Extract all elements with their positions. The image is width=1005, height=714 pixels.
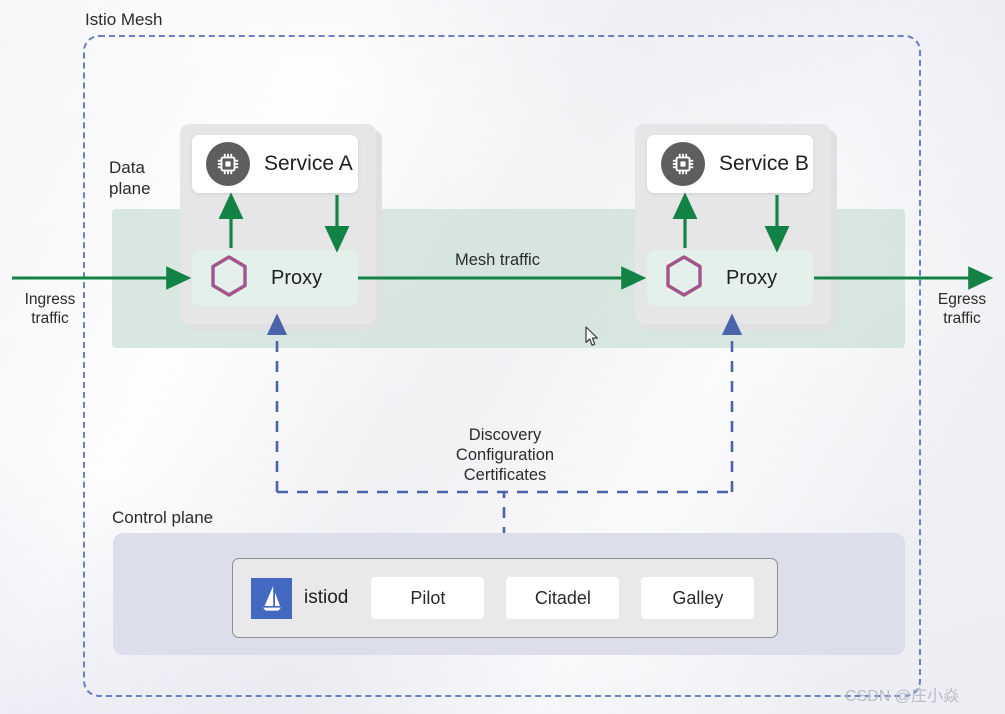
proxy-a-label: Proxy bbox=[271, 266, 323, 289]
proxy-b-card[interactable]: Proxy bbox=[647, 250, 813, 306]
chip-icon bbox=[206, 142, 250, 186]
egress-traffic-label: Egress traffic bbox=[937, 291, 987, 327]
xds-label: Discovery Configuration Certificates bbox=[455, 426, 555, 485]
component-citadel[interactable]: Citadel bbox=[506, 577, 620, 619]
watermark: CSDN @庄小焱 bbox=[845, 688, 960, 705]
mesh-traffic-label: Mesh traffic bbox=[455, 251, 540, 269]
hexagon-icon bbox=[205, 252, 253, 305]
istio-mesh-boundary bbox=[83, 35, 921, 697]
service-a-label: Service A bbox=[264, 152, 353, 175]
chip-icon bbox=[661, 142, 705, 186]
proxy-a-card[interactable]: Proxy bbox=[192, 250, 358, 306]
mouse-cursor bbox=[585, 326, 600, 353]
component-pilot[interactable]: Pilot bbox=[371, 577, 485, 619]
hexagon-icon bbox=[660, 252, 708, 305]
istiod-label: istiod bbox=[304, 587, 349, 608]
component-galley[interactable]: Galley bbox=[641, 577, 755, 619]
control-plane-label: Control plane bbox=[112, 508, 214, 527]
service-b-card[interactable]: Service B bbox=[647, 135, 813, 193]
istio-sailboat-icon bbox=[251, 577, 292, 619]
service-a-card[interactable]: Service A bbox=[192, 135, 358, 193]
ingress-traffic-label: Ingress traffic bbox=[24, 291, 76, 327]
data-plane-label: Data plane bbox=[109, 158, 151, 198]
service-b-label: Service B bbox=[719, 152, 809, 175]
proxy-b-label: Proxy bbox=[726, 266, 778, 289]
istiod-container[interactable]: istiod Pilot Citadel Galley bbox=[232, 558, 778, 638]
istio-mesh-label: Istio Mesh bbox=[85, 10, 163, 29]
